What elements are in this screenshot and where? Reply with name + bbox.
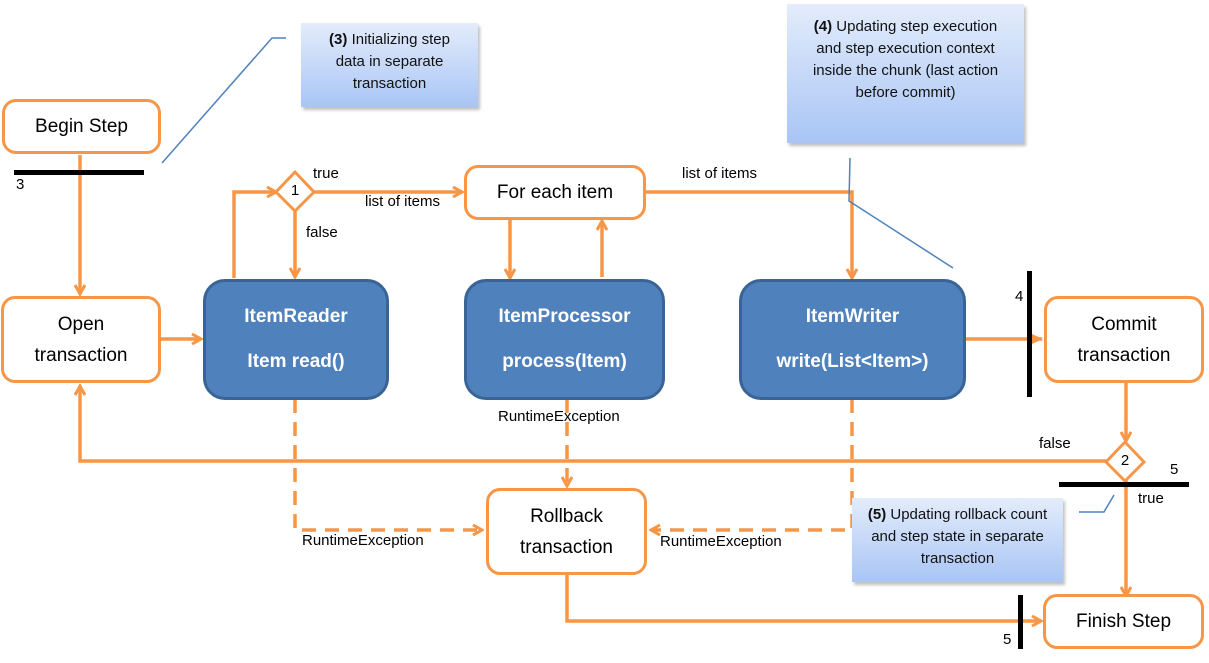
callout-line-5 [1079, 494, 1115, 513]
begin-step-label: Begin Step [35, 116, 128, 137]
item-reader-node: ItemReader Item read() [203, 279, 389, 400]
reader-exception-label: RuntimeException [302, 532, 424, 549]
rollback-transaction-label-2: transaction [520, 536, 613, 558]
edge-foreach-to-writer [646, 190, 852, 278]
finish-step-label: Finish Step [1075, 611, 1172, 632]
commit-transaction-label-1: Commit [1091, 313, 1157, 335]
sync-bar-5-top-label: 5 [1170, 461, 1179, 478]
item-reader-method: Item read() [247, 351, 345, 373]
foreach-list-of-items-label: list of items [682, 165, 758, 182]
sync-bar-5-bottom-label: 5 [1003, 631, 1012, 648]
writer-exception-label: RuntimeException [660, 533, 782, 550]
processor-exception-label: RuntimeException [498, 408, 620, 425]
item-writer-title: ItemWriter [805, 305, 900, 327]
item-writer-node: ItemWriter write(List<Item>) [739, 279, 966, 400]
decision-1 [273, 169, 317, 214]
item-reader-title: ItemReader [244, 305, 348, 327]
sync-bar-5-top [1059, 482, 1189, 487]
note-5-number: (5) [867, 506, 887, 523]
item-processor-title: ItemProcessor [498, 305, 631, 327]
decision-1-false-label: false [306, 224, 338, 241]
open-transaction-node: Open transaction [1, 296, 161, 383]
item-processor-method: process(Item) [502, 351, 627, 373]
sync-bar-3-label: 3 [16, 176, 25, 193]
edge-reader-exception [293, 399, 482, 530]
callout-line-3 [161, 37, 286, 164]
rollback-transaction-label-1: Rollback [530, 505, 603, 527]
finish-step-node: Finish Step [1043, 594, 1204, 649]
edge-writer-exception [651, 399, 854, 530]
rollback-transaction-node: Rollback transaction [486, 488, 647, 575]
note-4-number: (4) [813, 18, 833, 35]
note-3-number: (3) [329, 31, 348, 48]
callout-line-4 [848, 157, 954, 269]
decision-2 [1103, 439, 1147, 484]
begin-step-node: Begin Step [2, 99, 161, 154]
note-4: (4) Updating step execution and step exe… [787, 4, 1024, 143]
for-each-item-label: For each item [496, 182, 614, 203]
decision-2-true-label: true [1138, 490, 1164, 507]
open-transaction-label-1: Open [57, 313, 105, 335]
sync-bar-3 [14, 170, 144, 175]
decision-2-label: 2 [1120, 452, 1130, 469]
note-5: (5) Updating rollback count and step sta… [852, 498, 1063, 582]
commit-transaction-label-2: transaction [1077, 344, 1171, 366]
edge-rollback-to-finish [565, 573, 1041, 621]
sync-bar-5-bottom [1018, 595, 1023, 649]
note-4-text: Updating step execution and step executi… [812, 18, 999, 101]
open-transaction-label-2: transaction [34, 344, 128, 366]
note-5-text: Updating rollback count and step state i… [871, 506, 1048, 567]
decision-1-list-of-items-label: list of items [365, 193, 441, 210]
decision-1-true-label: true [313, 165, 339, 182]
commit-transaction-node: Commit transaction [1044, 296, 1204, 383]
sync-bar-4 [1027, 271, 1032, 397]
decision-2-false-label: false [1039, 435, 1071, 452]
note-3-text: Initializing step data in separate trans… [335, 31, 450, 92]
note-3: (3) Initializing step data in separate t… [301, 23, 478, 107]
sync-bar-4-label: 4 [1015, 288, 1024, 305]
edge-decision2-false [80, 386, 1106, 463]
item-writer-method: write(List<Item>) [776, 351, 929, 373]
edge-reader-to-decision1 [232, 192, 276, 278]
decision-1-label: 1 [290, 182, 300, 199]
for-each-item-node: For each item [464, 165, 646, 220]
item-processor-node: ItemProcessor process(Item) [464, 279, 665, 400]
